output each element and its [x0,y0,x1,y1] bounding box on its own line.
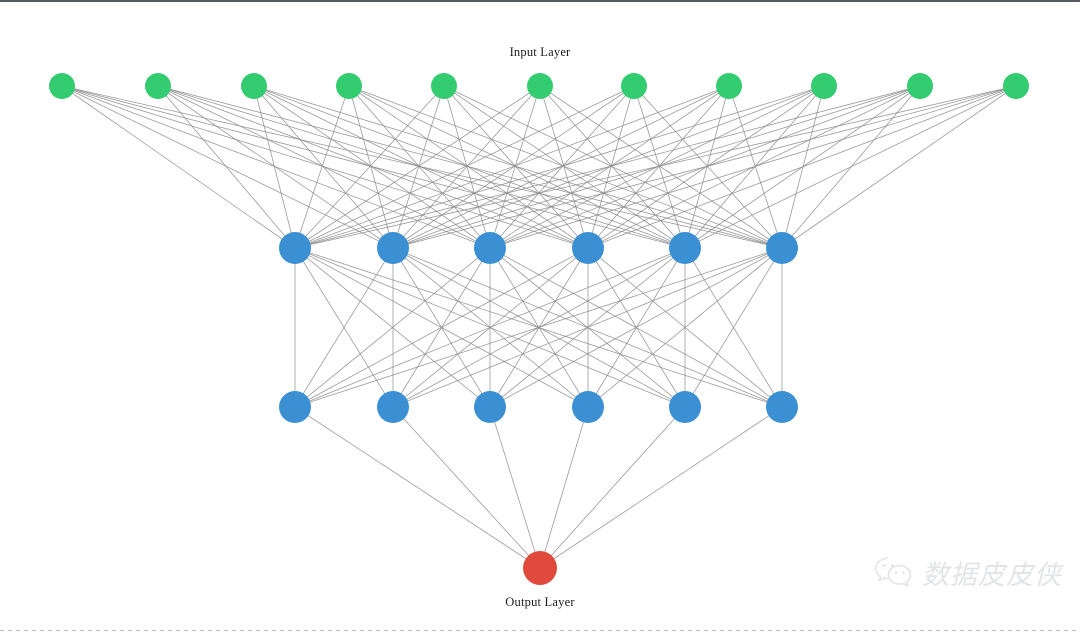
network-node-input [811,73,837,99]
network-edge [348,85,783,249]
network-edge [392,85,730,249]
network-node-hidden [766,232,798,264]
network-node-hidden [766,391,798,423]
network-edge [781,85,1017,249]
network-edge [684,85,730,249]
network-edge [294,85,635,249]
network-edge [443,85,589,249]
network-edge [294,247,686,408]
network-edge [61,85,296,249]
bottom-divider [0,630,1080,631]
network-edge [294,85,541,249]
network-edge [587,85,635,249]
network-edge [294,85,825,249]
network-node-hidden [474,232,506,264]
network-edge [539,406,686,569]
network-node-input [907,73,933,99]
network-edge [294,247,394,408]
network-edge [294,85,921,249]
network-edge [294,85,730,249]
network-edge [489,406,541,569]
network-node-input [621,73,647,99]
network-edge [61,85,589,249]
output-layer-label: Output Layer [505,595,575,609]
network-node-input [716,73,742,99]
network-edge [587,85,1017,249]
network-edge [157,85,589,249]
top-divider [0,0,1080,2]
network-edge [539,406,783,569]
network-edge [253,85,296,249]
network-edge [633,85,686,249]
network-edge [539,85,686,249]
network-edge [253,85,783,249]
network-edge [157,85,394,249]
network-node-hidden [279,391,311,423]
network-edge [294,85,445,249]
input-layer-label: Input Layer [509,45,571,59]
network-edge [348,85,589,249]
network-edge [294,247,783,408]
network-edge [539,85,589,249]
network-node-hidden [669,232,701,264]
network-edge [539,85,783,249]
network-edge [633,85,783,249]
network-edge [728,85,783,249]
network-node-hidden [572,232,604,264]
network-node-input [431,73,457,99]
network-node-hidden [377,391,409,423]
network-edge [443,85,686,249]
network-node-input [145,73,171,99]
network-edge [294,247,589,408]
network-edge [253,85,686,249]
network-edge [392,85,445,249]
network-edge [253,85,394,249]
network-edge [294,85,350,249]
network-edge [253,85,491,249]
network-edge [489,247,783,408]
network-edge [489,85,541,249]
network-node-hidden [669,391,701,423]
network-node-output [523,551,557,585]
network-node-input [1003,73,1029,99]
network-node-input [527,73,553,99]
edges-group [61,85,1017,569]
network-edge [392,406,541,569]
network-node-hidden [474,391,506,423]
network-node-input [49,73,75,99]
network-edge [392,85,635,249]
network-edge [489,85,635,249]
network-edge [392,85,541,249]
network-edge [294,85,1017,249]
network-edge [392,85,1017,249]
network-edge [587,247,783,408]
network-node-input [241,73,267,99]
network-node-input [336,73,362,99]
network-edge [348,85,491,249]
network-edge [348,85,394,249]
network-node-hidden [279,232,311,264]
network-node-hidden [572,391,604,423]
network-edge [157,85,296,249]
network-edge [684,247,783,408]
network-edge [294,406,541,569]
network-edge [489,85,1017,249]
network-edge [253,85,589,249]
network-edge [348,85,686,249]
network-node-hidden [377,232,409,264]
network-edge [684,85,1017,249]
network-edge [294,247,491,408]
network-edge [539,406,589,569]
network-edge [61,85,394,249]
network-edge [587,85,730,249]
network-edge [392,247,783,408]
nodes-group [49,73,1029,585]
